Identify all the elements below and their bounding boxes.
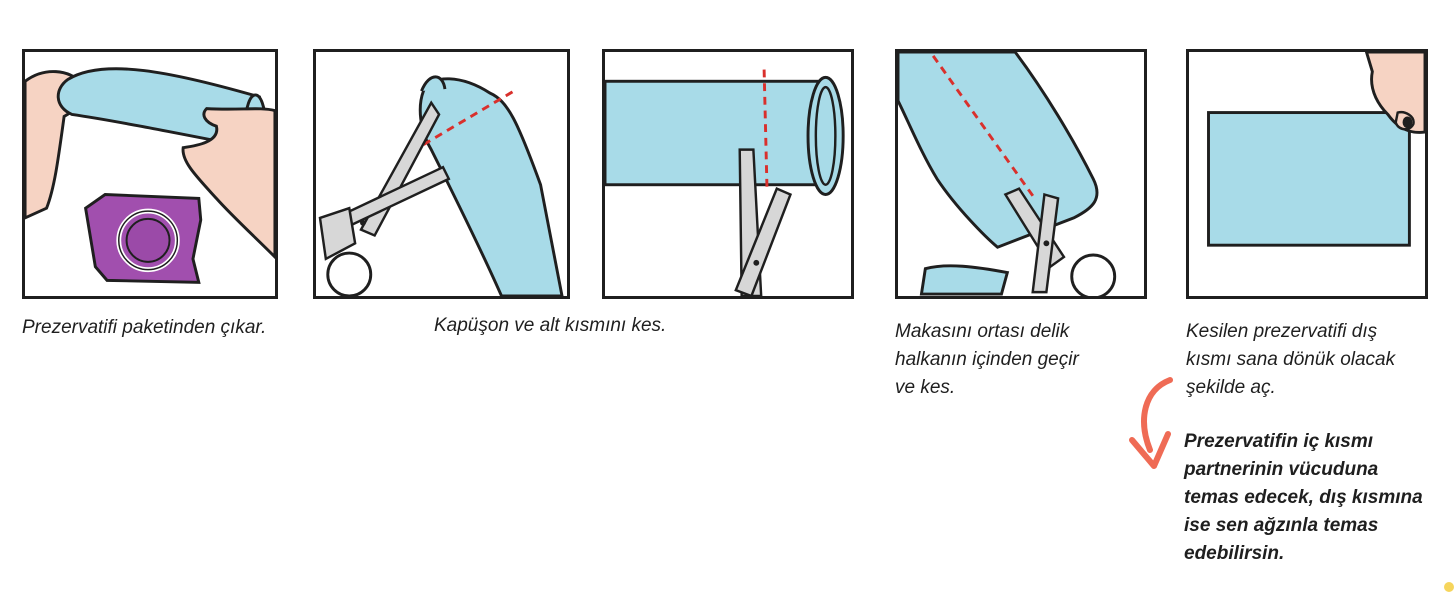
scissors-cut-tip-icon	[318, 75, 564, 296]
step-1-caption: Prezervatifi paketinden çıkar.	[22, 317, 267, 338]
corner-dot	[1444, 582, 1454, 592]
caption-line: Makasını ortası delik	[895, 321, 1070, 342]
step-3-panel	[602, 49, 854, 299]
step-1-panel	[22, 49, 278, 299]
step-5-panel	[1186, 49, 1428, 299]
caption-line: halkanın içinden geçir	[895, 349, 1079, 370]
note-line: partnerinin vücuduna	[1184, 459, 1379, 480]
open-sheet-icon	[1207, 52, 1425, 247]
scissors-cut-ring-icon	[605, 69, 845, 296]
note-line: ise sen ağzınla temas	[1184, 515, 1379, 536]
hands-unwrap-icon	[25, 67, 275, 284]
caption-line: kısmı sana dönük olacak	[1186, 349, 1396, 370]
note-line: Prezervatifin iç kısmı	[1184, 431, 1374, 452]
step-5-caption: Kesilen prezervatifi dış kısmı sana dönü…	[1186, 318, 1395, 402]
curved-arrow-icon	[1129, 377, 1173, 469]
caption-line: şekilde aç.	[1186, 377, 1276, 398]
step-4-panel	[895, 49, 1147, 299]
caption-line: Kesilen prezervatifi dış	[1186, 321, 1378, 342]
step-4-caption: Makasını ortası delik halkanın içinden g…	[895, 318, 1079, 402]
note-line: temas edecek, dış kısmına	[1184, 487, 1423, 508]
step-2-caption: Kapüşon ve alt kısmını kes.	[434, 315, 667, 336]
note-text: Prezervatifin iç kısmı partnerinin vücud…	[1184, 428, 1423, 568]
step-2-panel	[313, 49, 570, 299]
scissors-cut-length-icon	[898, 52, 1117, 296]
caption-line: ve kes.	[895, 377, 956, 398]
note-line: edebilirsin.	[1184, 543, 1285, 564]
